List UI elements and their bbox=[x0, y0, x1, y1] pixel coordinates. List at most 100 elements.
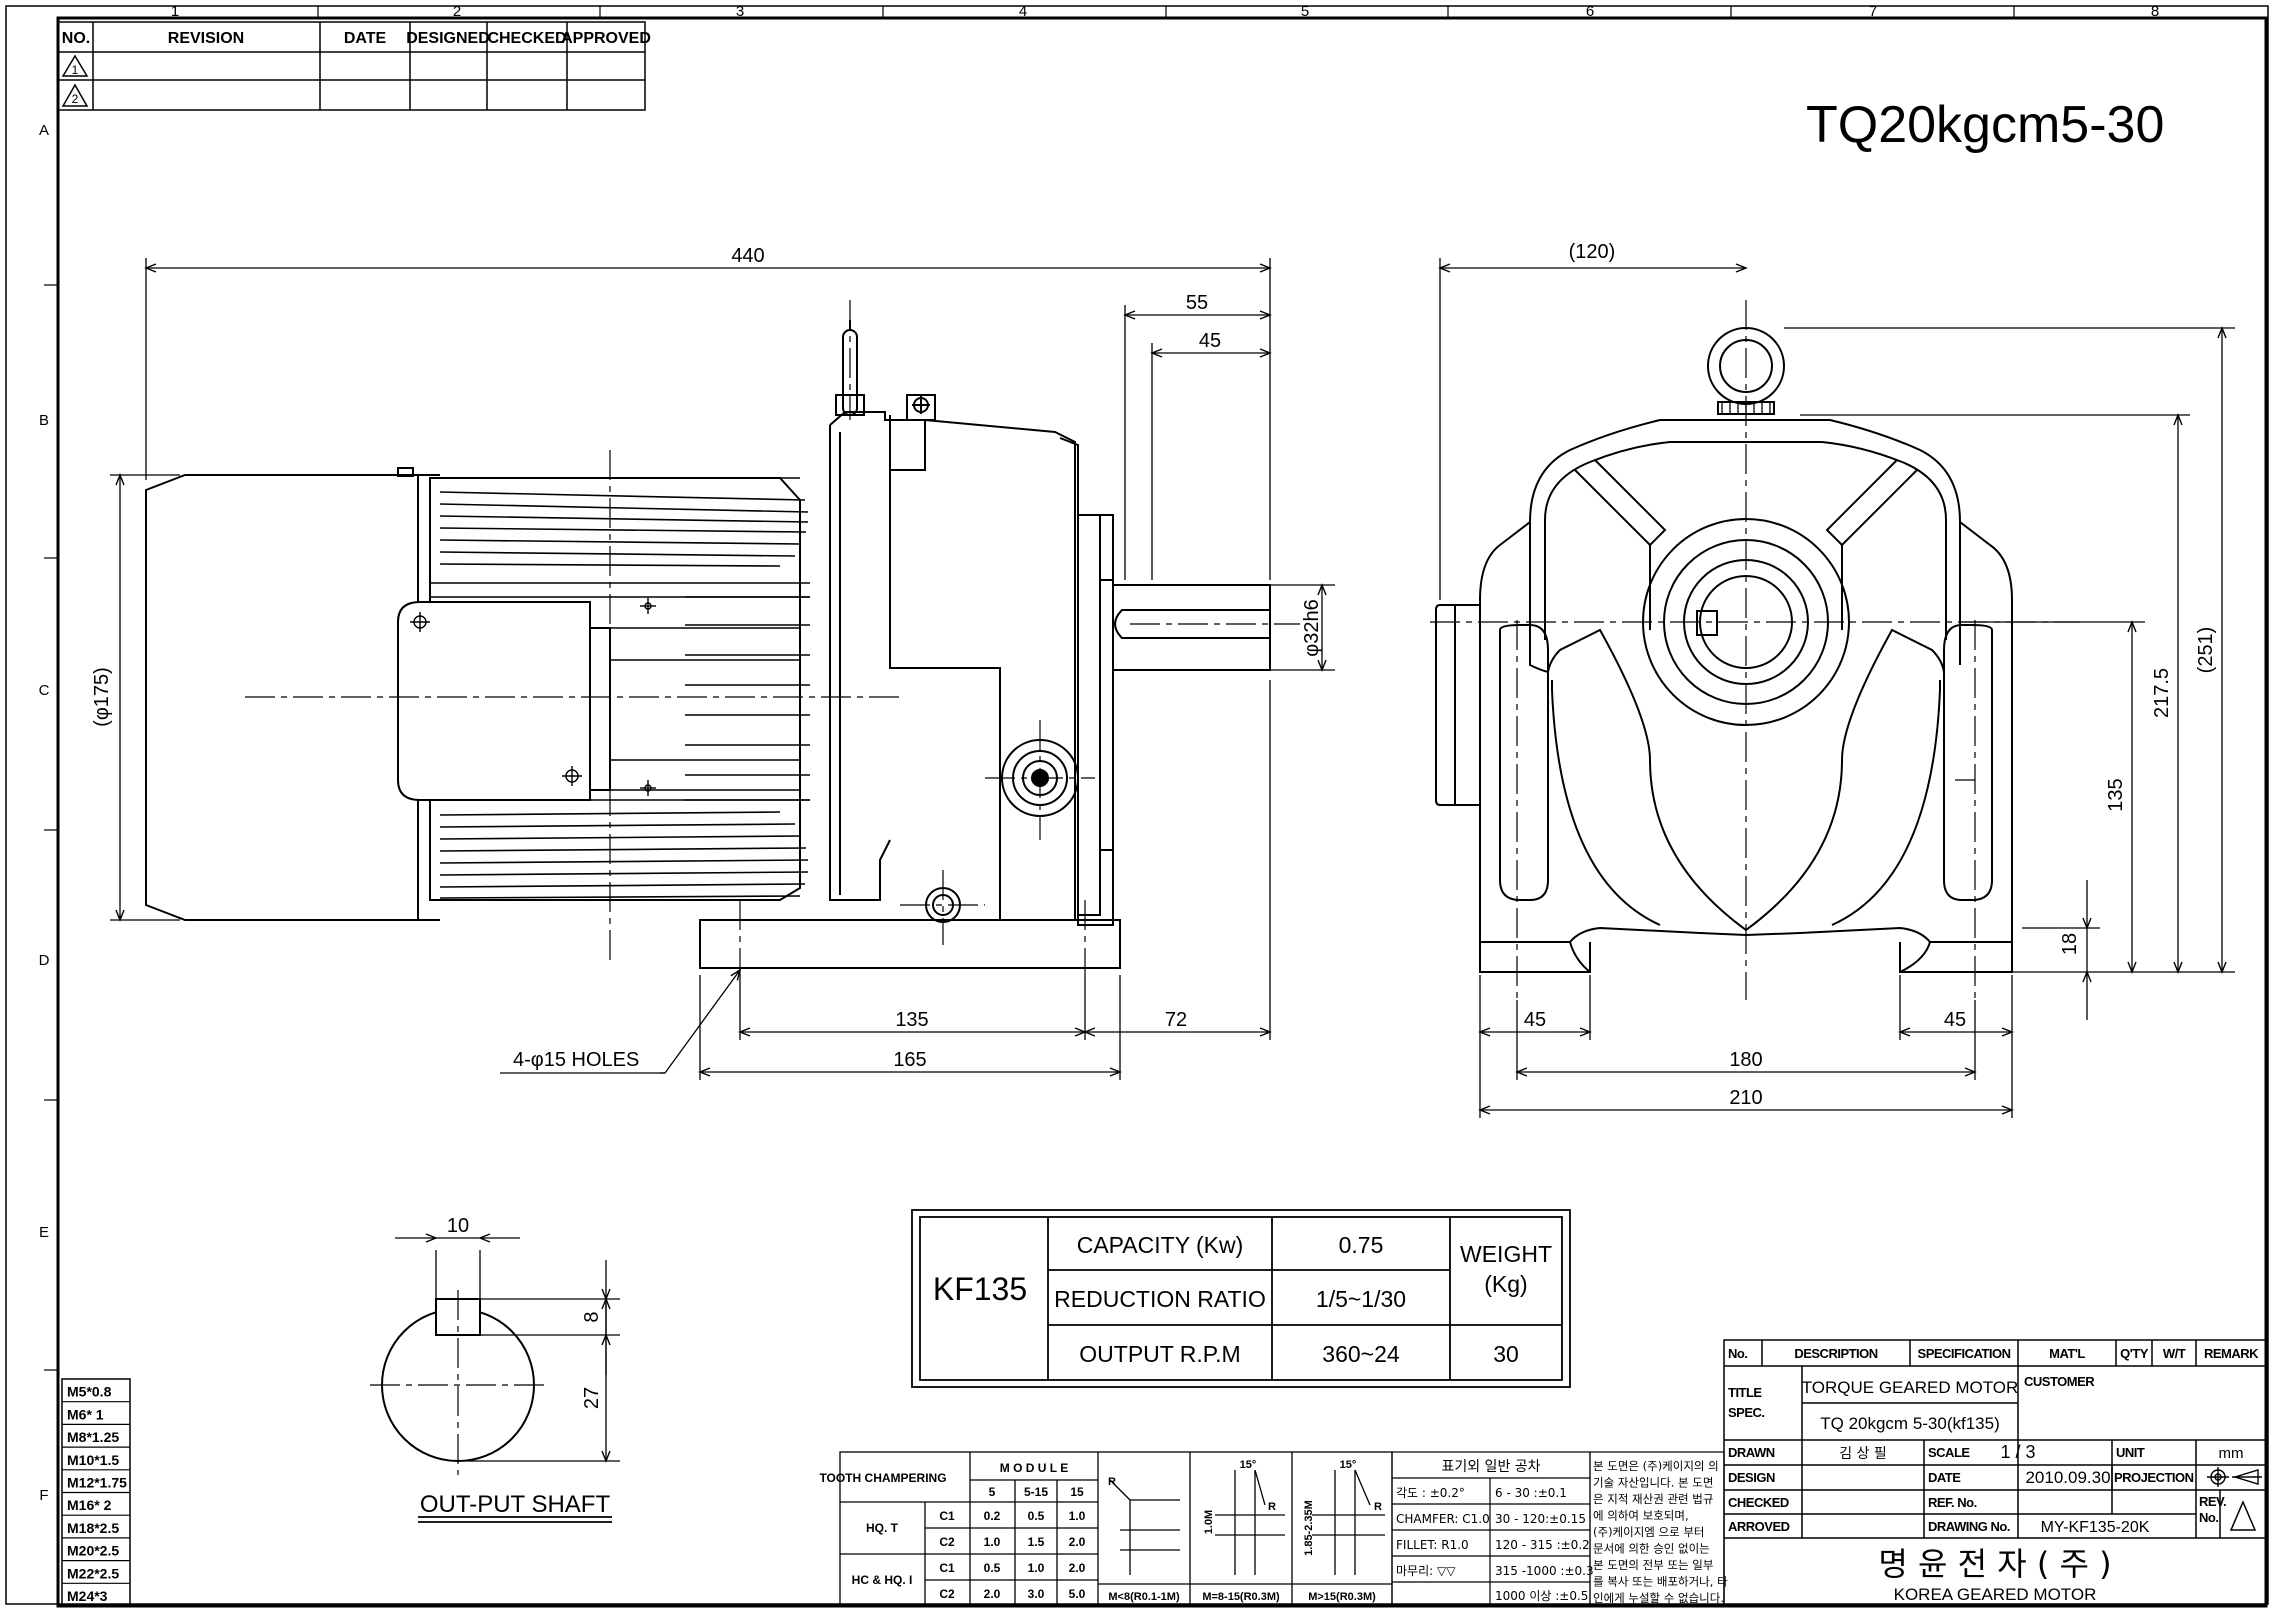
spec-weight-unit: (Kg) bbox=[1484, 1271, 1527, 1297]
rev-header-designed: DESIGNED bbox=[406, 30, 490, 47]
svg-text:15: 15 bbox=[1070, 1485, 1084, 1499]
notice-line: 인에게 누설할 수 없습니다. bbox=[1593, 1591, 1724, 1605]
svg-text:DESIGN: DESIGN bbox=[1728, 1470, 1775, 1485]
title-block: No. DESCRIPTION SPECIFICATION MAT'L Q'TY… bbox=[1723, 1339, 2267, 1607]
svg-text:MAT'L: MAT'L bbox=[2049, 1346, 2085, 1361]
svg-text:SPEC.: SPEC. bbox=[1728, 1405, 1765, 1420]
drawing-title: TQ20kgcm5-30 bbox=[1806, 96, 2164, 154]
spec-weight-value: 30 bbox=[1493, 1341, 1519, 1367]
frame-row-letter: E bbox=[39, 1224, 49, 1241]
svg-text:120 - 315 :±0.2: 120 - 315 :±0.2 bbox=[1495, 1538, 1590, 1552]
front-view bbox=[1435, 327, 2013, 973]
frame-tick-marks bbox=[44, 6, 2015, 1371]
side-view-dimensions bbox=[110, 258, 1335, 1080]
svg-text:HQ. T: HQ. T bbox=[866, 1521, 899, 1535]
drawing-number: MY-KF135-20K bbox=[2041, 1519, 2150, 1536]
svg-text:5-15: 5-15 bbox=[1024, 1485, 1048, 1499]
spec-rpm-label: OUTPUT R.P.M bbox=[1079, 1341, 1240, 1367]
thread-size-item: M10*1.5 bbox=[67, 1452, 119, 1468]
output-shaft-labels: 10 8 27 OUT-PUT SHAFT bbox=[420, 1215, 611, 1518]
svg-text:1.0: 1.0 bbox=[1069, 1509, 1086, 1523]
svg-text:FILLET: R1.0: FILLET: R1.0 bbox=[1396, 1538, 1469, 1552]
title-value: TORQUE GEARED MOTOR bbox=[1802, 1378, 2019, 1397]
tolerance-title: 표기외 일반 공차 bbox=[1441, 1459, 1540, 1475]
svg-text:0.5: 0.5 bbox=[984, 1561, 1001, 1575]
thread-size-item: M8*1.25 bbox=[67, 1429, 119, 1445]
spec-ratio-value: 1/5~1/30 bbox=[1316, 1286, 1406, 1312]
svg-text:R: R bbox=[1268, 1501, 1276, 1513]
general-tolerance-table: 표기외 일반 공차 각도 : ±0.2° CHAMFER: C1.0 FILLE… bbox=[1391, 1451, 1594, 1607]
svg-text:CHAMFER: C1.0: CHAMFER: C1.0 bbox=[1396, 1512, 1490, 1526]
svg-text:ARROVED: ARROVED bbox=[1728, 1519, 1790, 1534]
frame-column-number: 4 bbox=[1019, 3, 1027, 20]
svg-text:DRAWING No.: DRAWING No. bbox=[1928, 1519, 2010, 1534]
tooth-table-title: TOOTH CHAMPERING bbox=[819, 1471, 946, 1485]
dim-key-width: 10 bbox=[447, 1215, 469, 1237]
svg-text:5.0: 5.0 bbox=[1069, 1587, 1086, 1601]
company-name-korean: 명 윤 전 자 ( 주 ) bbox=[1878, 1545, 2111, 1583]
svg-text:30 - 120:±0.15: 30 - 120:±0.15 bbox=[1495, 1512, 1586, 1526]
svg-text:PROJECTION: PROJECTION bbox=[2114, 1470, 2194, 1485]
notice-line: 본 도면은 (주)케이지의 의 bbox=[1593, 1459, 1719, 1473]
svg-text:2: 2 bbox=[72, 92, 79, 106]
svg-text:2.0: 2.0 bbox=[1069, 1561, 1086, 1575]
dim-front-45-right: 45 bbox=[1944, 1009, 1966, 1031]
frame-row-letter: A bbox=[39, 122, 49, 139]
frame-column-number: 3 bbox=[736, 3, 744, 20]
svg-text:1.0: 1.0 bbox=[984, 1535, 1001, 1549]
copyright-notice: 본 도면은 (주)케이지의 의기술 자산입니다. 본 도면은 지적 재산권 관련… bbox=[1589, 1451, 1728, 1607]
unit-value: mm bbox=[2219, 1445, 2244, 1462]
spec-capacity-value: 0.75 bbox=[1339, 1232, 1384, 1258]
dim-motor-diameter: (φ175) bbox=[91, 667, 113, 727]
thread-size-item: M6* 1 bbox=[67, 1406, 104, 1422]
dim-base-135: 135 bbox=[895, 1009, 928, 1031]
dim-front-120: (120) bbox=[1569, 241, 1616, 263]
dim-front-251: (251) bbox=[2195, 627, 2217, 674]
svg-text:TITLE: TITLE bbox=[1728, 1385, 1762, 1400]
svg-text:1000 이상 :±0.5: 1000 이상 :±0.5 bbox=[1495, 1589, 1588, 1603]
frame-column-number: 2 bbox=[453, 3, 461, 20]
date-value: 2010.09.30 bbox=[2025, 1468, 2110, 1487]
dim-front-180: 180 bbox=[1729, 1049, 1762, 1071]
svg-text:6 - 30 :±0.1: 6 - 30 :±0.1 bbox=[1495, 1486, 1567, 1500]
rev-header-checked: CHECKED bbox=[487, 30, 566, 47]
spec-model: KF135 bbox=[933, 1271, 1027, 1307]
spec-value: TQ 20kgcm 5-30(kf135) bbox=[1820, 1414, 2000, 1433]
dim-front-217-5: 217.5 bbox=[2151, 668, 2173, 718]
thread-size-item: M16* 2 bbox=[67, 1497, 112, 1513]
svg-text:No.: No. bbox=[1728, 1346, 1747, 1361]
frame-column-number: 8 bbox=[2151, 3, 2159, 20]
svg-text:각도 : ±0.2°: 각도 : ±0.2° bbox=[1396, 1486, 1465, 1500]
chamfer-fig-label-1: M<8(R0.1-1M) bbox=[1108, 1591, 1180, 1603]
svg-text:1.85-2.35M: 1.85-2.35M bbox=[1303, 1500, 1315, 1556]
svg-text:3.0: 3.0 bbox=[1028, 1587, 1045, 1601]
svg-text:REF. No.: REF. No. bbox=[1928, 1495, 1977, 1510]
svg-text:15°: 15° bbox=[1240, 1459, 1257, 1471]
side-view-dimension-labels: 440 55 45 (φ175) φ32h6 135 72 165 4-φ15 … bbox=[91, 245, 1323, 1071]
dim-shaft-diameter: φ32h6 bbox=[1301, 599, 1323, 656]
output-shaft-title: OUT-PUT SHAFT bbox=[420, 1491, 611, 1518]
thread-size-item: M12*1.75 bbox=[67, 1475, 127, 1491]
frame-column-number: 5 bbox=[1301, 3, 1309, 20]
svg-text:CHECKED: CHECKED bbox=[1728, 1495, 1789, 1510]
svg-text:REV.: REV. bbox=[2199, 1494, 2226, 1509]
dim-base-72: 72 bbox=[1165, 1009, 1187, 1031]
rev-header-revision: REVISION bbox=[168, 30, 244, 47]
output-shaft-detail bbox=[370, 1233, 620, 1523]
thread-size-item: M22*2.5 bbox=[67, 1565, 119, 1581]
svg-text:C1: C1 bbox=[939, 1509, 955, 1523]
company-name-english: KOREA GEARED MOTOR bbox=[1894, 1585, 2097, 1604]
notice-line: (주)케이지엠 으로 부터 bbox=[1593, 1525, 1705, 1539]
svg-text:C2: C2 bbox=[939, 1535, 955, 1549]
dim-shaft-45: 45 bbox=[1199, 330, 1221, 352]
svg-text:SPECIFICATION: SPECIFICATION bbox=[1918, 1346, 2011, 1361]
front-view-dimension-labels: (120) (251) 217.5 135 18 45 45 180 210 bbox=[1524, 241, 2217, 1109]
svg-text:1.5: 1.5 bbox=[1028, 1535, 1045, 1549]
svg-text:DRAWN: DRAWN bbox=[1728, 1445, 1775, 1460]
chamfer-fig-label-2: M=8-15(R0.3M) bbox=[1202, 1591, 1280, 1603]
svg-text:0.2: 0.2 bbox=[984, 1509, 1001, 1523]
drawn-by: 김 상 필 bbox=[1839, 1446, 1887, 1462]
svg-text:1.0M: 1.0M bbox=[1203, 1510, 1215, 1534]
svg-text:15°: 15° bbox=[1340, 1459, 1357, 1471]
svg-text:R: R bbox=[1374, 1501, 1382, 1513]
